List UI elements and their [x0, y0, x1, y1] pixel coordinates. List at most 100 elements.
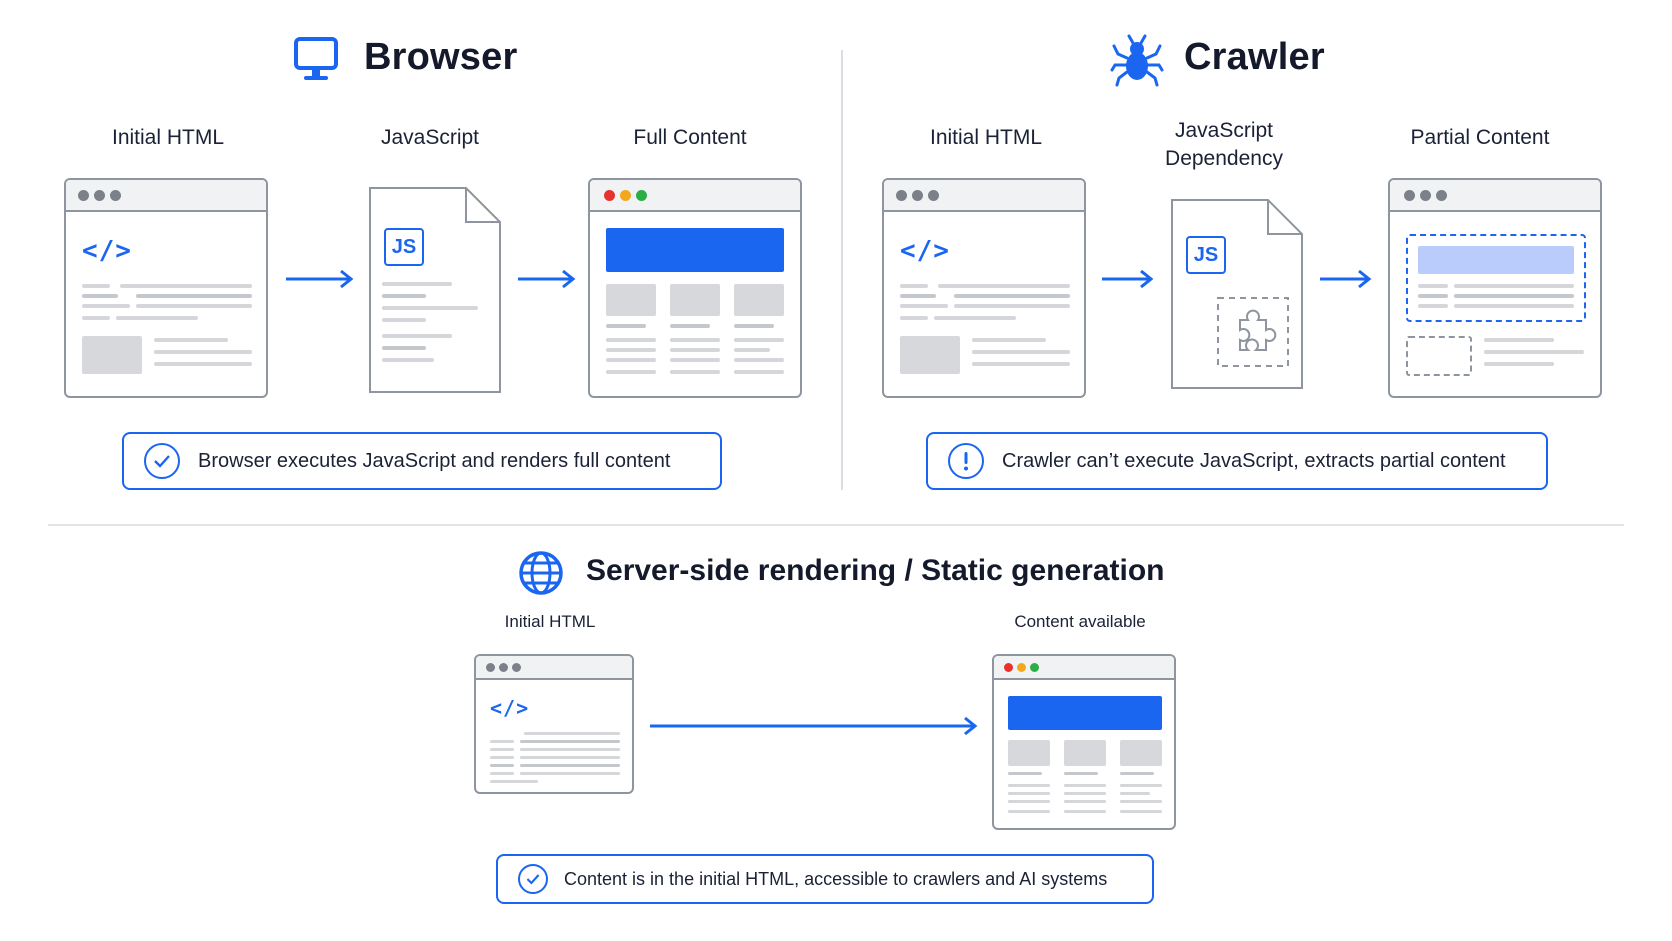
text-line [82, 316, 110, 320]
text-line [490, 740, 514, 743]
js-badge: JS [384, 228, 424, 266]
text-line [1008, 810, 1050, 813]
text-line [670, 348, 720, 352]
text-line [734, 338, 784, 342]
partial-content-window [1388, 178, 1602, 398]
window-dot-icon [1436, 190, 1447, 201]
text-line [954, 304, 1070, 308]
window-dot-icon [896, 190, 907, 201]
arrow-right-icon [286, 269, 354, 289]
text-line [1008, 784, 1050, 787]
window-dot-icon [928, 190, 939, 201]
text-line [1064, 784, 1106, 787]
ssr-callout: Content is in the initial HTML, accessib… [496, 854, 1154, 904]
text-line [1064, 792, 1106, 795]
text-line [1120, 810, 1162, 813]
code-icon: </> [490, 696, 530, 720]
text-line [1008, 792, 1050, 795]
spider-icon [1110, 34, 1164, 87]
card-image [1120, 740, 1162, 766]
text-line [520, 740, 620, 743]
text-line [1008, 772, 1042, 775]
text-line [670, 324, 710, 328]
text-line [900, 284, 928, 288]
crawler-step-partial-content: Partial Content [1410, 126, 1550, 149]
text-line [520, 748, 620, 751]
window-titlebar [66, 180, 266, 212]
exclamation-circle-icon [948, 443, 984, 479]
window-dot-icon [110, 190, 121, 201]
check-circle-icon [518, 864, 548, 894]
card-image [670, 284, 720, 316]
text-line [520, 756, 620, 759]
text-line [670, 338, 720, 342]
text-line [900, 304, 948, 308]
text-line [520, 764, 620, 767]
js-badge: JS [1186, 236, 1226, 274]
window-titlebar [476, 656, 632, 680]
text-line [154, 350, 252, 354]
browser-step-initial-html: Initial HTML [111, 126, 225, 149]
window-dot-red-icon [604, 190, 615, 201]
text-line [972, 338, 1046, 342]
text-line [490, 772, 514, 775]
text-line [490, 780, 538, 783]
missing-image-placeholder [1406, 336, 1472, 376]
ssr-initial-html-window: </> [474, 654, 634, 794]
window-titlebar [590, 180, 800, 212]
missing-content-region [1406, 234, 1586, 322]
text-line [670, 370, 720, 374]
text-line [154, 362, 252, 366]
crawler-callout-text: Crawler can’t execute JavaScript, extrac… [1002, 449, 1506, 472]
code-icon: </> [82, 236, 132, 266]
window-dot-icon [1420, 190, 1431, 201]
text-line [154, 338, 228, 342]
window-dot-yellow-icon [620, 190, 631, 201]
text-line [1484, 362, 1554, 366]
window-titlebar [994, 656, 1174, 680]
ssr-step-content-available: Content available [1014, 612, 1146, 631]
section-divider-vertical [841, 50, 843, 490]
window-dot-icon [512, 663, 521, 672]
text-line [1120, 772, 1154, 775]
check-circle-icon [144, 443, 180, 479]
ssr-callout-text: Content is in the initial HTML, accessib… [564, 868, 1108, 889]
browser-title: Browser [364, 36, 518, 78]
hero-banner [606, 228, 784, 272]
image-placeholder [82, 336, 142, 374]
text-line [490, 748, 514, 751]
card-image [734, 284, 784, 316]
text-line [1418, 284, 1448, 288]
arrow-right-icon [1320, 269, 1372, 289]
javascript-file-icon [369, 187, 501, 393]
text-line [490, 764, 514, 767]
text-line [954, 294, 1070, 298]
arrow-right-icon [1102, 269, 1154, 289]
window-dot-icon [912, 190, 923, 201]
text-line [734, 358, 784, 362]
text-line [82, 284, 110, 288]
text-line [734, 348, 770, 352]
window-dot-icon [78, 190, 89, 201]
globe-icon [519, 551, 563, 595]
ssr-content-available-window [992, 654, 1176, 830]
browser-callout: Browser executes JavaScript and renders … [122, 432, 722, 490]
text-line [972, 350, 1070, 354]
text-line [606, 370, 656, 374]
text-line [82, 304, 130, 308]
ssr-title: Server-side rendering / Static generatio… [586, 554, 1165, 587]
text-line [1454, 304, 1574, 308]
faded-banner [1418, 246, 1574, 274]
text-line [520, 772, 620, 775]
image-placeholder [900, 336, 960, 374]
section-divider-horizontal [48, 524, 1624, 526]
text-line [1064, 810, 1106, 813]
text-line [82, 294, 118, 298]
full-content-window [588, 178, 802, 398]
text-line [1454, 294, 1574, 298]
window-dot-green-icon [1030, 663, 1039, 672]
monitor-icon [294, 37, 338, 80]
text-line [1120, 792, 1150, 795]
text-line [116, 316, 198, 320]
javascript-dependency-file-icon [1171, 199, 1303, 389]
